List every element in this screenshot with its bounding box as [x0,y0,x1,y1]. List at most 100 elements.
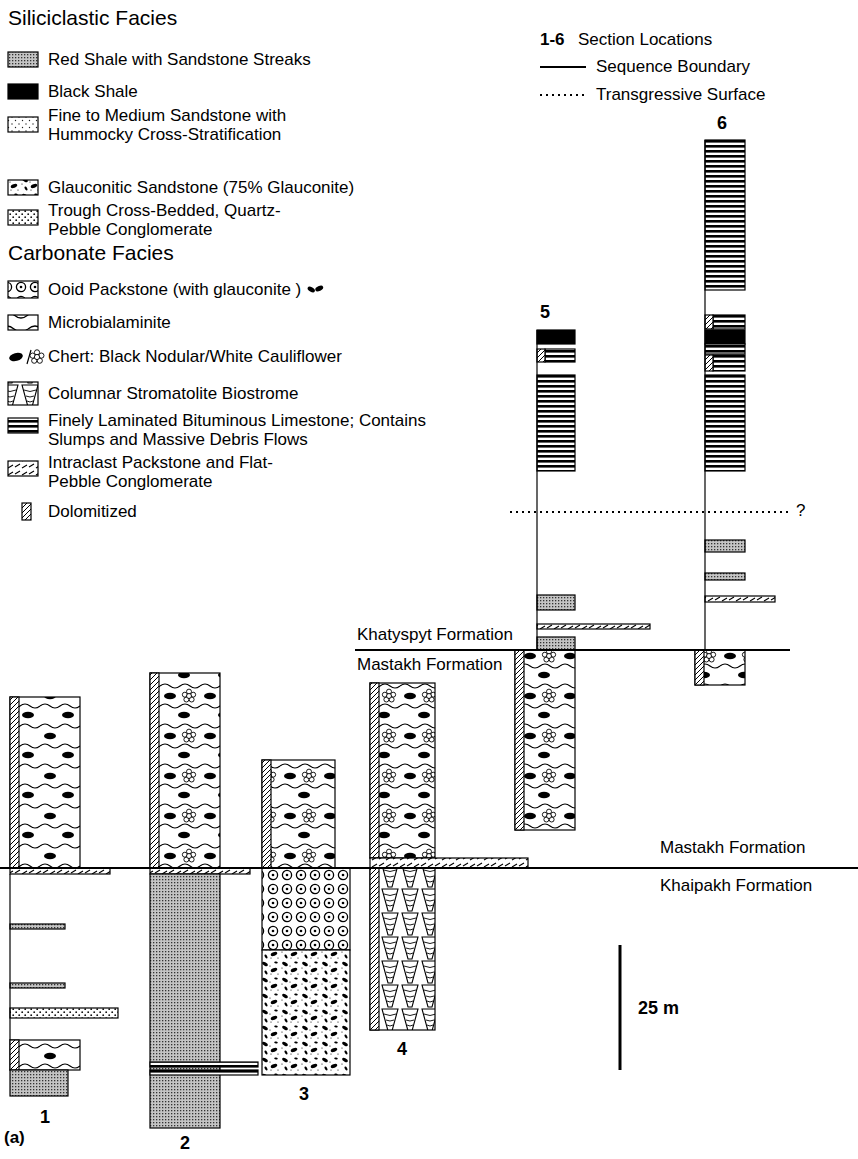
legend-line-sample [540,66,586,68]
strata-bed [10,1040,80,1070]
strata-bed [10,1008,118,1018]
strata-bed [705,344,745,354]
strata-graphic [307,286,316,294]
section-number: 6 [717,113,727,133]
glauconite-icon [307,285,324,294]
legend-swatch [8,117,38,132]
boundary-line [0,867,858,869]
legend-swatch [8,461,38,476]
strata-bed [537,349,545,362]
strata-bed [10,1040,19,1070]
strata-bed [150,874,220,1128]
strata-bed [370,868,435,1030]
strata-graphic [8,351,24,362]
strata-bed [370,858,528,868]
strata-bed [695,650,704,685]
strata-bed [705,540,745,552]
legend-line-sample [540,94,586,96]
section-number: 2 [180,1133,190,1153]
scale-label: 25 m [638,998,679,1018]
strata-bed [705,596,775,602]
boundary-line [355,649,790,651]
strata-bed [10,983,65,988]
panel-label: (a) [4,1128,25,1147]
strata-columns [10,140,775,1128]
legend-text: Ooid Packstone (with glauconite ) [48,280,301,299]
legend-swatch [8,315,38,330]
strata-bed [537,637,575,650]
strata-bed [150,673,159,868]
strata-bed [713,355,745,371]
strata-bed [262,760,271,868]
legend-text: Trough Cross-Bedded, Quartz-Pebble Congl… [48,201,298,239]
legend-text: Finely Laminated Bituminous Limestone; C… [48,411,428,449]
legend-text: Intraclast Packstone and Flat-Pebble Con… [48,453,308,491]
section-number: 3 [299,1084,309,1104]
boundary-line [9,874,10,1040]
legend-text: Dolomitized [48,502,408,521]
legend-swatch [8,180,38,195]
strata-bed [537,624,650,629]
legend-swatches [8,52,586,520]
legend-heading: Siliciclastic Facies [8,6,177,29]
boundary-line [510,511,790,513]
legend-text: Transgressive Surface [596,85,836,104]
legend-swatch [8,84,38,99]
formation-name: Khatyspyt Formation [357,625,513,644]
strata-bed [515,650,575,830]
strata-graphic [34,354,39,359]
legend-swatch [8,281,38,298]
legend-text: Section Locations [578,30,838,49]
legend-swatch [8,382,38,405]
legend-text: Fine to Medium Sandstone with Hummocky C… [48,106,338,144]
boundary-line [619,945,622,1070]
strata-bed [150,1062,258,1067]
boundary-line [704,140,705,650]
strata-bed [537,330,575,344]
legend-heading: Carbonate Facies [8,241,174,264]
legend-text: Black Shale [48,82,408,101]
legend-text: Red Shale with Sandstone Streaks [48,50,408,69]
legend-swatch [8,52,38,67]
section-number: 4 [397,1039,407,1059]
strata-bed [705,140,745,290]
strata-bed [10,1070,68,1096]
legend-swatch [8,210,38,225]
legend-symbol [8,350,44,364]
legend-text: Sequence Boundary [596,57,836,76]
strata-bed [705,315,713,329]
strata-bed [705,355,713,371]
strata-bed [515,650,524,830]
strata-bed [537,375,575,471]
strata-bed [10,697,80,868]
strata-bed [537,595,575,610]
strata-graphic [314,285,324,293]
strata-bed [713,315,745,329]
strata-bed [10,697,19,868]
boundary-lines [0,140,858,1070]
legend-text: Microbialaminite [48,313,408,332]
legend-sample-number: 1-6 [540,30,565,49]
query-mark: ? [796,501,805,520]
strata-bed [150,1070,258,1075]
strata-bed [262,760,335,868]
legend-text: Glauconitic Sandstone (75% Glauconite) [48,178,428,197]
strata-bed [150,673,220,868]
strata-bed [262,868,350,950]
section-number: 1 [40,1107,50,1127]
section-number: 5 [540,302,550,322]
legend-swatch [8,418,38,433]
legend-text: Chert: Black Nodular/White Cauliflower [48,347,428,366]
strata-bed [705,330,745,344]
formation-name: Mastakh Formation [660,838,806,857]
strata-bed [10,924,65,929]
strata-bed [370,683,379,858]
strata-bed [370,868,379,1030]
strata-bed [370,683,435,858]
strata-bed [262,950,350,1075]
strata-bed [705,573,745,580]
formation-name: Khaipakh Formation [660,876,812,895]
strata-bed [695,650,745,685]
